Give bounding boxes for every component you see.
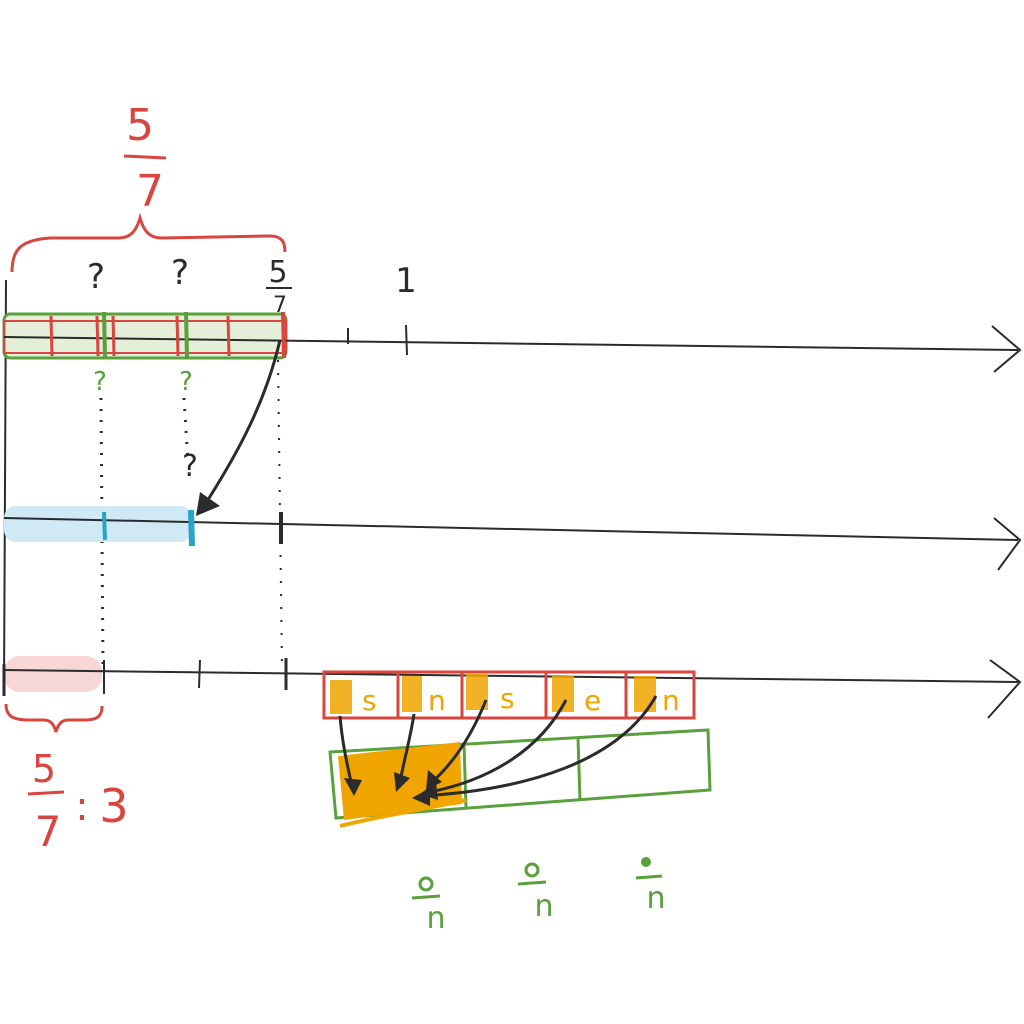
arrowhead-2: [394, 772, 410, 792]
green-box-frame: [328, 728, 712, 820]
bottom-fraction-numerator: 5: [32, 747, 56, 791]
green-box-divider-1: [462, 743, 468, 809]
green-label-mark-2: [524, 862, 540, 878]
arrowhead-3: [426, 770, 442, 790]
orange-piece-3: [466, 674, 488, 710]
green-question-1: ?: [93, 367, 107, 397]
orange-piece-5: [634, 676, 656, 712]
orange-piece-1: [330, 680, 352, 714]
brace-fraction-denominator: 7: [136, 166, 164, 217]
middle-arrowhead: [993, 517, 1022, 571]
middle-blue-tick-2: [188, 509, 195, 547]
top-label-q1: ?: [87, 257, 105, 297]
top-axis-line: [3, 336, 1019, 351]
brace-fraction-numerator: 5: [126, 100, 154, 151]
green-label-bar-2: [517, 880, 547, 886]
bottom-arrowhead: [987, 659, 1022, 719]
red-pieces-frame: [322, 670, 696, 720]
bottom-fraction-bar: [27, 790, 65, 796]
division-symbol: :: [75, 784, 88, 830]
brace-fraction-bar: [123, 154, 167, 160]
piece-label-4: e: [584, 684, 601, 717]
green-label-bar-1: [411, 894, 441, 900]
arrowhead-1: [344, 778, 362, 796]
curved-arrow-head: [196, 492, 220, 516]
red-pieces-row: s n s e n: [322, 670, 696, 720]
distribution-arrows: [338, 695, 658, 798]
green-thirds-box: [328, 728, 712, 828]
top-number-line: 5 7 ? ? 5 7 1 ? ?: [2, 100, 1022, 397]
arrow-3: [431, 699, 488, 784]
orange-piece-2: [402, 676, 422, 712]
orange-scribble-edge: [339, 798, 467, 828]
piece-label-3: s: [500, 682, 515, 715]
green-tick-1: [102, 311, 107, 359]
divisor: 3: [99, 779, 128, 833]
green-labels-row: n n n: [411, 857, 666, 936]
red-tick-4: [175, 315, 180, 357]
top-arrowhead: [991, 325, 1022, 373]
red-tick-6: [281, 311, 286, 359]
piece-label-2: n: [428, 684, 446, 717]
green-label-2: n: [534, 889, 553, 924]
green-label-mark-3: [641, 857, 651, 867]
middle-number-line: ?: [3, 449, 1022, 571]
red-tick-1: [49, 315, 54, 357]
arrowhead-5: [412, 788, 430, 806]
top-brace: [10, 212, 287, 273]
piece-label-5: n: [662, 684, 680, 717]
red-tick-3: [111, 315, 116, 357]
black-tick-one: [405, 324, 408, 356]
green-label-3: n: [646, 881, 665, 916]
dotted-guide-1: [99, 397, 105, 669]
bottom-number-line: 5 7 : 3: [2, 656, 1022, 856]
bottom-brace: [4, 703, 104, 733]
green-label-bar-3: [635, 874, 663, 880]
middle-label-q: ?: [182, 449, 198, 484]
middle-blue-highlight: [4, 506, 192, 542]
distribution-arrowheads: [344, 770, 442, 806]
bottom-pink-highlight: [4, 656, 102, 692]
red-tick-2: [95, 315, 100, 357]
curved-arrow: [202, 339, 282, 507]
red-tick-5: [226, 315, 231, 357]
orange-piece-4: [552, 676, 574, 712]
bottom-tick-2: [198, 659, 201, 689]
green-question-2: ?: [179, 367, 193, 397]
piece-label-1: s: [362, 684, 377, 717]
top-label-q2: ?: [171, 253, 189, 293]
green-box-divider-2: [576, 737, 582, 801]
top-label-end-numerator: 5: [268, 255, 287, 290]
bottom-fraction-denominator: 7: [35, 807, 62, 856]
middle-axis-line: [3, 517, 1019, 541]
green-tick-2: [184, 311, 189, 359]
arrow-4: [429, 699, 568, 794]
arrow-5: [419, 695, 658, 798]
top-label-one: 1: [395, 261, 417, 301]
top-label-end-denominator: 7: [273, 293, 287, 318]
green-label-mark-1: [418, 876, 434, 892]
middle-blue-tick-1: [102, 511, 107, 541]
bottom-axis-line: [3, 669, 1019, 683]
green-label-1: n: [426, 901, 445, 936]
